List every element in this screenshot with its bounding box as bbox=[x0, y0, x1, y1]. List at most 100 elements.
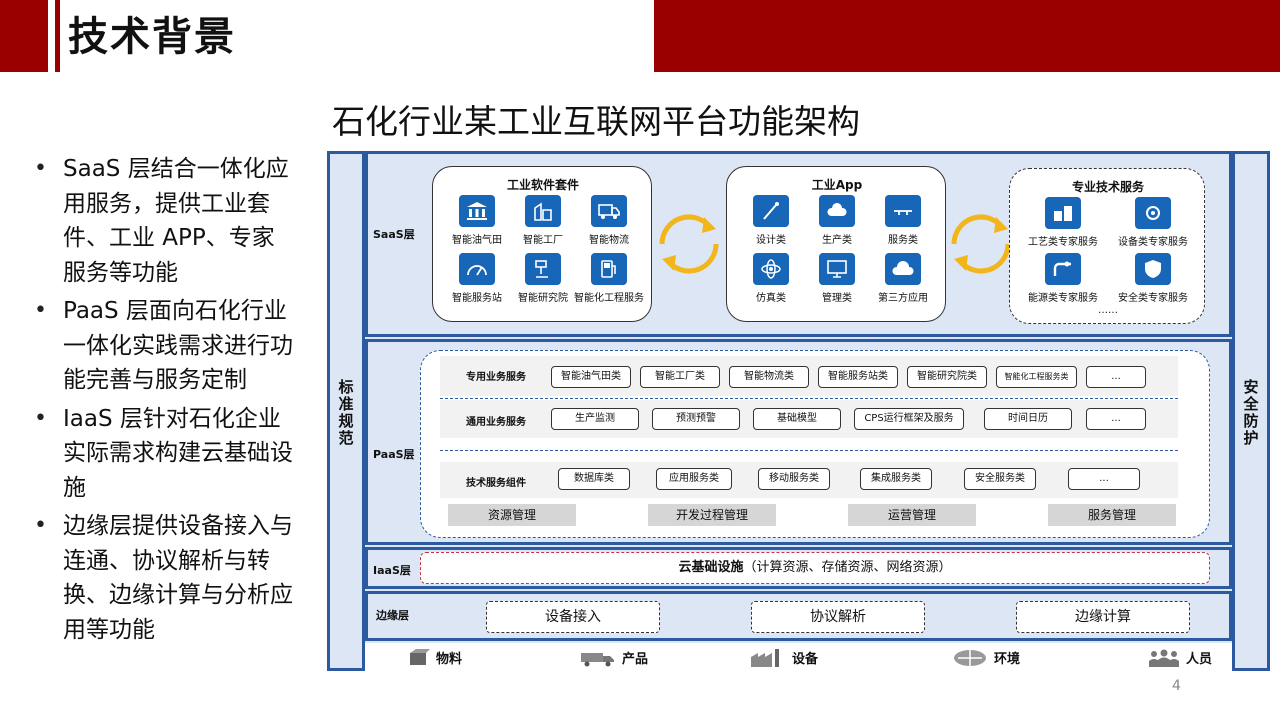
bullet-dot: • bbox=[34, 156, 47, 181]
expert-more: …… bbox=[1098, 305, 1118, 316]
software-suite-box: 工业软件套件 智能油气田 智能工厂 智能物流 智能服务站 智能研究院 智能化工程… bbox=[432, 166, 652, 322]
expert-item-label: 工艺类专家服务 bbox=[1028, 237, 1098, 248]
paas-management-item: 服务管理 bbox=[1048, 504, 1176, 526]
edge-item: 协议解析 bbox=[751, 601, 925, 633]
suite-item-label: 智能油气田 bbox=[452, 235, 502, 246]
security-label-text: 安全防护 bbox=[1243, 378, 1259, 447]
paas-service-item: 集成服务类 bbox=[860, 468, 932, 490]
header-accent-left bbox=[0, 0, 48, 72]
bottom-item-label: 人员 bbox=[1186, 652, 1213, 667]
paas-divider bbox=[440, 398, 1178, 399]
paas-service-item: ... bbox=[1086, 408, 1146, 430]
cloud-infrastructure-detail: （计算资源、存储资源、网络资源） bbox=[743, 560, 952, 575]
cycle-arrows-icon bbox=[951, 214, 1011, 274]
bottom-item-label: 物料 bbox=[436, 652, 463, 667]
paas-service-item: 智能化工程服务类 bbox=[996, 366, 1077, 388]
cloud-infrastructure-title: 云基础设施 bbox=[678, 560, 744, 575]
page-number: 4 bbox=[1172, 678, 1181, 694]
magic-wand-icon bbox=[753, 195, 789, 227]
app-item-label: 设计类 bbox=[756, 235, 786, 246]
paas-service-item: 安全服务类 bbox=[964, 468, 1036, 490]
app-item-label: 管理类 bbox=[822, 293, 852, 304]
bullet-text: IaaS 层针对石化企业实际需求构建云基础设施 bbox=[63, 405, 293, 501]
paas-service-item: 时间日历 bbox=[984, 408, 1072, 430]
paas-service-item: 智能工厂类 bbox=[640, 366, 720, 388]
app-item-label: 第三方应用 bbox=[878, 293, 928, 304]
paas-divider bbox=[440, 450, 1178, 451]
paas-service-item: ... bbox=[1086, 366, 1146, 388]
paas-layer-label: PaaS层 bbox=[373, 448, 415, 461]
paas-service-item: 智能油气田类 bbox=[551, 366, 631, 388]
bullet-item: •SaaS 层结合一体化应用服务，提供工业套件、工业 APP、专家服务等功能 bbox=[34, 152, 296, 290]
bullet-text: 边缘层提供设备接入与连通、协议解析与转换、边缘计算与分析应用等功能 bbox=[63, 513, 293, 643]
expert-service-box: 专业技术服务 工艺类专家服务 设备类专家服务 能源类专家服务 安全类专家服务 …… bbox=[1009, 168, 1205, 324]
header-accent-right bbox=[654, 0, 1280, 72]
bottom-item-people: 人员 bbox=[1148, 648, 1212, 667]
bullet-item: •IaaS 层针对石化企业实际需求构建云基础设施 bbox=[34, 402, 296, 506]
expert-item-safety: 安全类专家服务 bbox=[1110, 253, 1196, 304]
paas-service-item: 预测预警 bbox=[652, 408, 740, 430]
shield-icon bbox=[1135, 253, 1171, 285]
paas-service-item: 生产监测 bbox=[551, 408, 639, 430]
bottom-item-product: 产品 bbox=[580, 648, 648, 667]
app-item-simulation: 仿真类 bbox=[739, 253, 803, 304]
app-item-production: 生产类 bbox=[805, 195, 869, 246]
fuel-pump-icon bbox=[591, 253, 627, 285]
app-item-design: 设计类 bbox=[739, 195, 803, 246]
atom-icon bbox=[753, 253, 789, 285]
edge-item: 边缘计算 bbox=[1016, 601, 1190, 633]
truck-icon bbox=[581, 652, 614, 666]
cloud-icon bbox=[885, 253, 921, 285]
suite-item-label: 智能服务站 bbox=[452, 293, 502, 304]
truck-icon bbox=[591, 195, 627, 227]
expert-service-title: 专业技术服务 bbox=[1071, 180, 1144, 194]
edge-layer-label: 边缘层 bbox=[376, 609, 409, 622]
connector-icon bbox=[885, 195, 921, 227]
suite-item-chemical-engineering: 智能化工程服务 bbox=[574, 253, 644, 304]
paas-service-item: 智能物流类 bbox=[729, 366, 809, 388]
page-title: 技术背景 bbox=[68, 14, 236, 60]
bottom-item-environment: 环境 bbox=[952, 648, 1020, 667]
app-item-management: 管理类 bbox=[805, 253, 869, 304]
industrial-app-box: 工业App 设计类 生产类 服务类 仿真类 管理类 第三方应用 bbox=[726, 166, 946, 322]
paas-service-item: 移动服务类 bbox=[758, 468, 830, 490]
bottom-item-label: 设备 bbox=[792, 652, 819, 667]
factory-icon bbox=[751, 648, 779, 667]
suite-item-label: 智能物流 bbox=[589, 235, 629, 246]
bullet-dot: • bbox=[34, 513, 47, 538]
app-item-third-party: 第三方应用 bbox=[871, 253, 935, 304]
gear-icon bbox=[1135, 197, 1171, 229]
paas-row-label: 通用业务服务 bbox=[466, 417, 526, 428]
expert-item-energy: 能源类专家服务 bbox=[1020, 253, 1106, 304]
header-accent-bar bbox=[55, 0, 60, 72]
paas-row-label: 专用业务服务 bbox=[466, 372, 526, 383]
standards-label: 标准规范 bbox=[330, 379, 362, 447]
paas-service-item: 智能研究院类 bbox=[907, 366, 987, 388]
cloud-gear-icon bbox=[819, 195, 855, 227]
app-item-label: 服务类 bbox=[888, 235, 918, 246]
app-item-label: 仿真类 bbox=[756, 293, 786, 304]
expert-item-label: 设备类专家服务 bbox=[1118, 237, 1188, 248]
iaas-layer-label: IaaS层 bbox=[373, 564, 411, 577]
expert-item-process: 工艺类专家服务 bbox=[1020, 197, 1106, 248]
bottom-item-label: 产品 bbox=[622, 652, 649, 667]
building-icon bbox=[1045, 197, 1081, 229]
paas-management-item: 开发过程管理 bbox=[648, 504, 776, 526]
bottom-item-material: 物料 bbox=[408, 648, 462, 667]
security-label: 安全防护 bbox=[1235, 379, 1267, 447]
gauge-icon bbox=[459, 253, 495, 285]
app-item-label: 生产类 bbox=[822, 235, 852, 246]
cycle-arrows-icon bbox=[659, 214, 719, 274]
edge-item: 设备接入 bbox=[486, 601, 660, 633]
physical-layer bbox=[365, 643, 1232, 671]
paas-service-item: 应用服务类 bbox=[656, 468, 732, 490]
bullet-dot: • bbox=[34, 298, 47, 323]
standards-label-text: 标准规范 bbox=[338, 378, 354, 447]
suite-item-label: 智能化工程服务 bbox=[574, 293, 644, 304]
industrial-app-title: 工业App bbox=[811, 178, 863, 192]
paas-service-item: 数据库类 bbox=[558, 468, 630, 490]
bottom-item-label: 环境 bbox=[994, 652, 1021, 667]
security-column: 安全防护 bbox=[1232, 151, 1270, 671]
expert-item-label: 能源类专家服务 bbox=[1028, 293, 1098, 304]
bottom-item-equipment: 设备 bbox=[750, 648, 818, 667]
